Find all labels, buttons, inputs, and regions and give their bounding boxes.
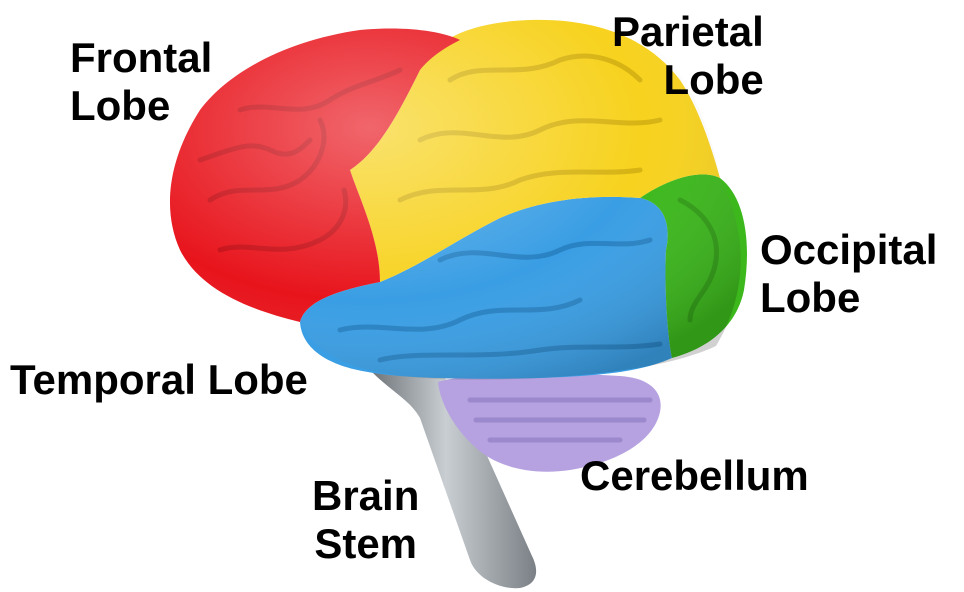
cerebellum-label: Cerebellum [580, 452, 809, 500]
parietal-lobe-label-line1: Parietal [612, 8, 764, 56]
occipital-lobe-label-line2: Lobe [760, 274, 937, 322]
parietal-lobe-label: Parietal Lobe [612, 8, 764, 104]
brain-stem-label-line1: Brain [312, 472, 419, 520]
frontal-lobe-label-line2: Lobe [70, 82, 212, 130]
brain-stem-label: Brain Stem [312, 472, 419, 568]
occipital-lobe-label: Occipital Lobe [760, 226, 937, 322]
frontal-lobe-label: Frontal Lobe [70, 34, 212, 130]
parietal-lobe-label-line2: Lobe [612, 56, 764, 104]
temporal-lobe-label: Temporal Lobe [10, 356, 308, 404]
brain-stem-label-line2: Stem [312, 520, 419, 568]
frontal-lobe-label-line1: Frontal [70, 34, 212, 82]
occipital-lobe-label-line1: Occipital [760, 226, 937, 274]
